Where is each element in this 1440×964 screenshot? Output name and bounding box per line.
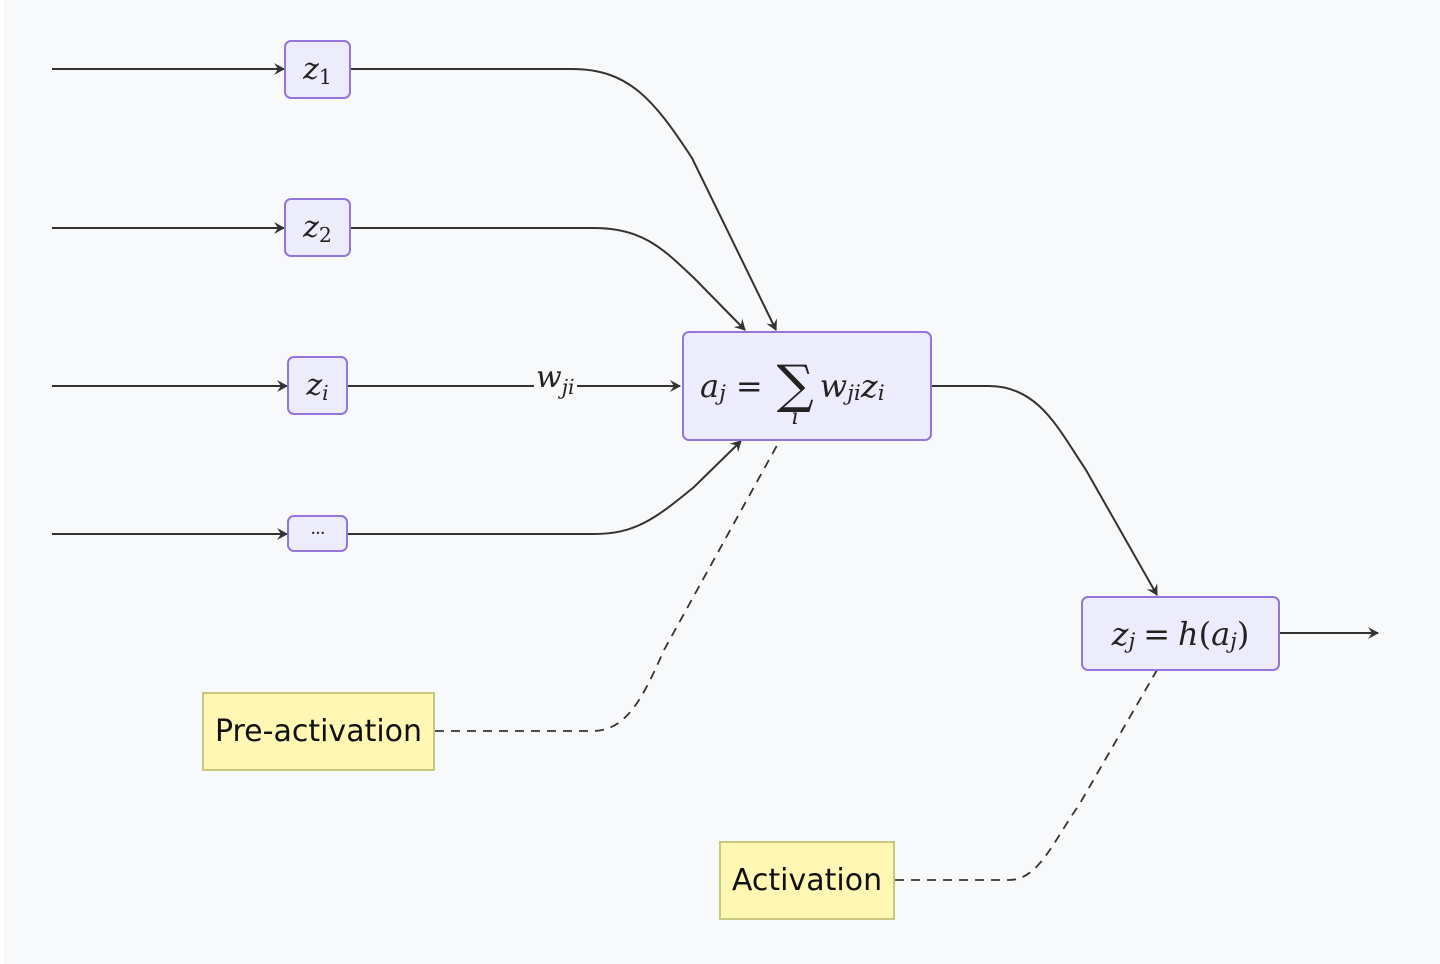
note-activation[interactable]: Activation <box>719 841 895 920</box>
note-preactivation-text: Pre-activation <box>214 714 423 749</box>
note-link-activation <box>895 669 1158 881</box>
act-arg: a <box>1211 614 1231 653</box>
z2-base: z <box>303 210 319 245</box>
summation: ∑ i <box>776 355 814 430</box>
act-arg-subscript: j <box>1230 628 1237 654</box>
zi-base: z <box>306 368 323 403</box>
zi-subscript: i <box>322 380 329 405</box>
sum-lhs-subscript: j <box>719 381 726 407</box>
edge-sum-to-activation <box>932 385 1158 596</box>
weight-subscript: ji <box>561 375 575 400</box>
act-lhs-subscript: j <box>1128 628 1136 654</box>
act-equals: = <box>1143 614 1170 653</box>
sum-weight-subscript: ji <box>847 381 861 407</box>
act-lhs: z <box>1111 614 1129 653</box>
act-close-paren: ) <box>1236 614 1250 653</box>
edge-dots-to-sum <box>348 440 742 535</box>
z1-subscript: 1 <box>318 64 332 89</box>
act-function: h <box>1178 614 1199 653</box>
note-activation-text: Activation <box>731 863 883 898</box>
summation-symbol: ∑ <box>776 355 814 415</box>
edge-z1-to-sum <box>351 68 778 331</box>
act-open-paren: ( <box>1198 614 1212 653</box>
summation-index: i <box>791 405 799 430</box>
edges-layer <box>52 63 1379 881</box>
note-link-preactivation <box>435 439 781 732</box>
sum-lhs: a <box>700 367 720 405</box>
edge-z2-to-sum <box>351 227 746 331</box>
ellipsis-text: ··· <box>310 523 325 544</box>
z1-base: z <box>303 52 319 87</box>
node-ellipsis[interactable]: ··· <box>287 515 348 552</box>
sum-weight: w <box>819 367 848 405</box>
sum-equals: = <box>735 367 763 405</box>
sum-input-subscript: i <box>877 381 885 407</box>
weight-label: wji <box>534 360 577 399</box>
sum-input: z <box>860 367 878 405</box>
weight-base: w <box>536 360 562 395</box>
note-preactivation[interactable]: Pre-activation <box>202 692 435 771</box>
z2-subscript: 2 <box>318 222 332 247</box>
